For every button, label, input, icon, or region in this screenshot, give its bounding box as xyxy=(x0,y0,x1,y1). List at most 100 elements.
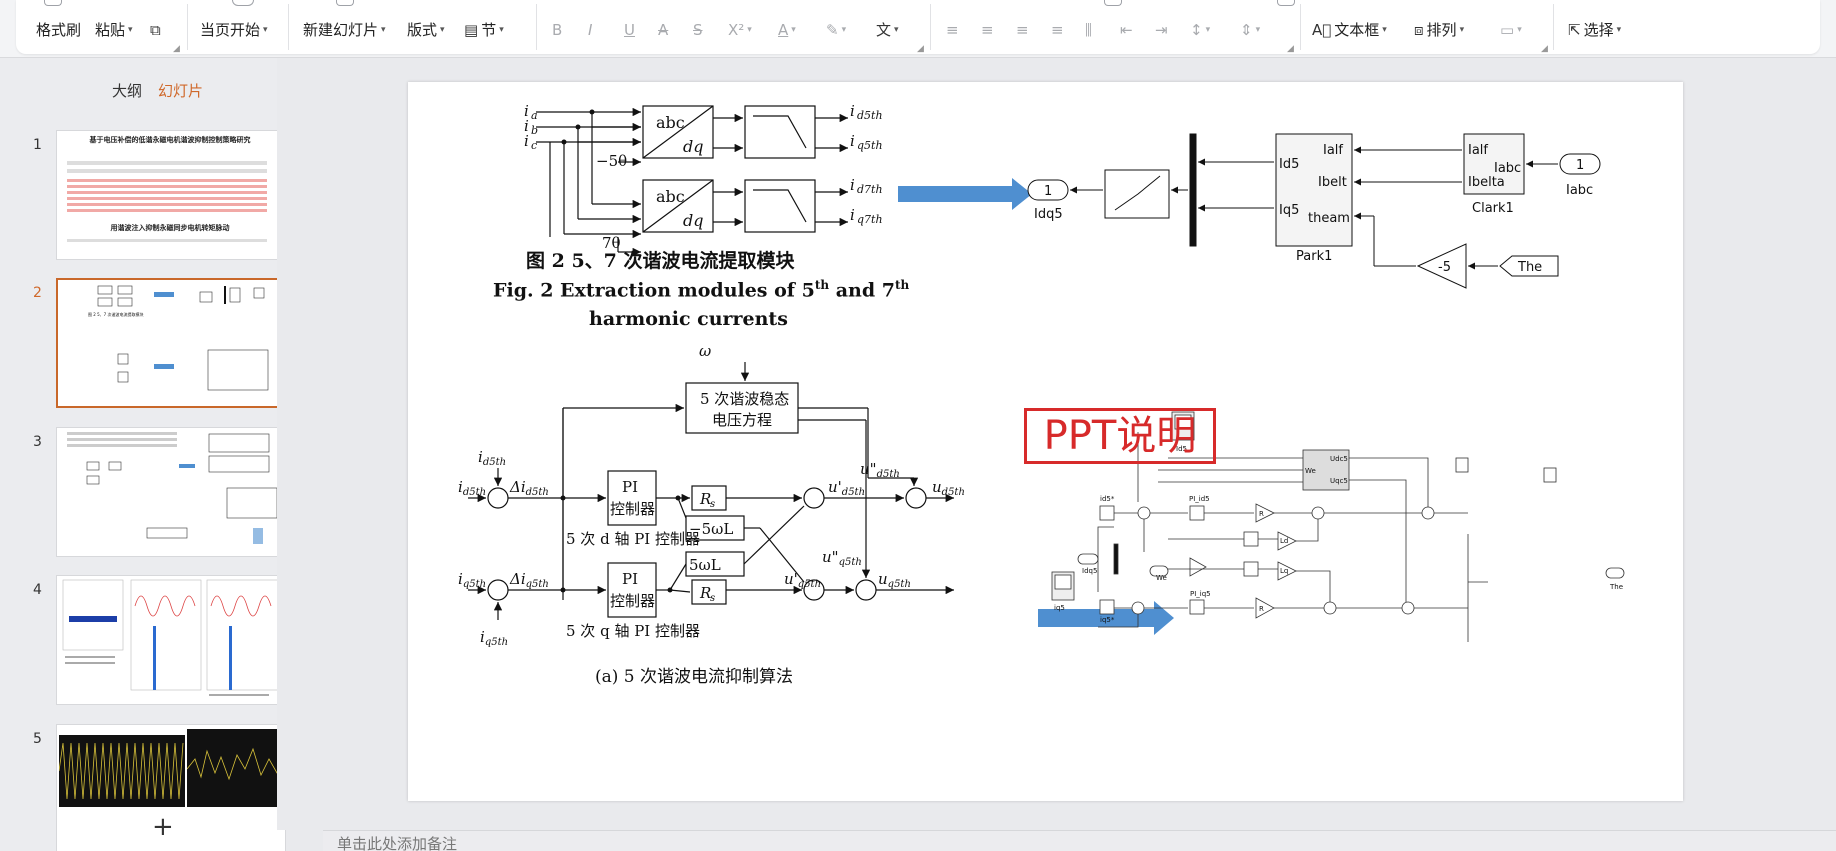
svg-text:R: R xyxy=(1259,510,1264,518)
svg-text:i: i xyxy=(524,132,529,150)
extraction-module-diagram xyxy=(536,105,848,257)
svg-text:Ibelta: Ibelta xyxy=(1468,175,1505,190)
superscript-button[interactable]: X²▾ xyxy=(728,18,752,42)
phonetic-button[interactable]: 文▾ xyxy=(876,18,899,42)
svg-text:PI: PI xyxy=(622,570,638,588)
slide-number: 3 xyxy=(33,434,42,450)
tab-slides[interactable]: 幻灯片 xyxy=(158,82,204,100)
slide-thumbnail-1[interactable]: 基于电压补偿的低谐永磁电机谐波抑制控制策略研究 用谐波注入抑制永磁同步电机转矩脉… xyxy=(56,130,286,260)
chevron-down-icon: ▾ xyxy=(841,25,847,35)
select-button[interactable]: ⇱选择▾ xyxy=(1568,18,1621,42)
indent-decrease-icon: ⇤ xyxy=(1120,21,1133,39)
chevron-down-icon: ▾ xyxy=(894,25,899,35)
arrange-button[interactable]: ⧈排列▾ xyxy=(1414,18,1464,42)
dialog-launcher-icon[interactable]: ◢ xyxy=(1541,44,1548,54)
new-slide-button[interactable]: 新建幻灯片▾ xyxy=(303,18,386,42)
shape-outline-icon: ▭ xyxy=(1500,21,1515,39)
svg-text:dq: dq xyxy=(683,137,703,156)
chevron-down-icon: ▾ xyxy=(440,25,445,35)
font-color-icon: A xyxy=(778,21,789,39)
svg-text:R: R xyxy=(699,584,711,602)
shape-outline-button[interactable]: ▭▾ xyxy=(1500,18,1522,42)
justify-icon: ≡ xyxy=(1051,21,1064,39)
svg-text:ud5th: ud5th xyxy=(932,478,965,498)
notes-pane[interactable]: 单击此处添加备注 xyxy=(323,830,1836,851)
tab-outline[interactable]: 大纲 xyxy=(112,82,143,100)
font-color-button[interactable]: A▾ xyxy=(778,18,796,42)
svg-text:Idq5: Idq5 xyxy=(1082,567,1097,575)
thumb-highlighted-text xyxy=(67,179,267,213)
text-direction-icon: ⇕ xyxy=(1240,21,1253,39)
chevron-down-icon: ▾ xyxy=(1255,25,1261,35)
chevron-down-icon: ▾ xyxy=(1616,25,1622,35)
svg-text:b: b xyxy=(531,124,538,137)
layout-button[interactable]: 版式▾ xyxy=(407,18,445,42)
slide-thumbnail-3[interactable] xyxy=(56,427,286,557)
svg-text:Δiq5th: Δiq5th xyxy=(509,570,549,590)
justify-button[interactable]: ≡ xyxy=(1051,18,1064,42)
svg-text:1: 1 xyxy=(1044,184,1052,199)
svg-text:The: The xyxy=(1609,583,1623,591)
bold-button[interactable]: B xyxy=(552,18,562,42)
strike-s-button[interactable]: S xyxy=(693,18,703,42)
section-button[interactable]: ▤节▾ xyxy=(464,18,504,42)
svg-text:i: i xyxy=(524,102,529,120)
dialog-launcher-icon[interactable]: ◢ xyxy=(1287,44,1294,54)
text-direction-button[interactable]: ⇕▾ xyxy=(1240,18,1260,42)
align-left-button[interactable]: ≡ xyxy=(946,18,959,42)
divider xyxy=(1553,4,1554,50)
thumb-charts xyxy=(62,579,282,696)
highlight-button[interactable]: ✎▾ xyxy=(826,18,846,42)
divider xyxy=(930,4,931,50)
svg-text:i: i xyxy=(850,102,855,120)
format-painter-button[interactable]: 格式刷 xyxy=(36,21,82,39)
slide-thumbnail-4[interactable] xyxy=(56,575,286,705)
svg-text:i: i xyxy=(850,206,855,224)
align-right-button[interactable]: ≡ xyxy=(1016,18,1029,42)
underline-button[interactable]: U xyxy=(624,18,635,42)
svg-text:Iabc: Iabc xyxy=(1494,161,1521,176)
sub-figure-caption: (a) 5 次谐波电流抑制算法 xyxy=(595,667,794,687)
from-current-button[interactable]: 当页开始▾ xyxy=(200,18,268,42)
slide-thumbnail-2[interactable]: 图 2 5、7 次谐波电流提取模块 xyxy=(56,278,286,408)
ppt-note-box[interactable]: PPT说明 xyxy=(1024,408,1216,464)
slide-number: 4 xyxy=(33,582,42,598)
svg-text:Ld: Ld xyxy=(1280,537,1288,545)
svg-text:dq: dq xyxy=(683,211,703,230)
chevron-down-icon: ▾ xyxy=(128,25,133,35)
svg-text:Ibelt: Ibelt xyxy=(1318,175,1347,190)
align-center-button[interactable]: ≡ xyxy=(981,18,994,42)
ribbon-icon-stub xyxy=(1277,0,1295,6)
chevron-down-icon: ▾ xyxy=(747,25,752,35)
text-box-button[interactable]: A⃞文本框▾ xyxy=(1312,18,1387,42)
svg-text:Clark1: Clark1 xyxy=(1472,201,1514,216)
indent-decrease-button[interactable]: ⇤ xyxy=(1120,18,1133,42)
svg-text:5 次谐波稳态: 5 次谐波稳态 xyxy=(700,390,789,408)
ribbon-toolbar: 格式刷 粘贴▾ ⧉ ◢ 当页开始▾ 新建幻灯片▾ 版式▾ ▤节▾ B I U A… xyxy=(0,0,1836,58)
chevron-down-icon: ▾ xyxy=(381,25,386,35)
simulink-model xyxy=(1051,411,1625,642)
svg-text:PI_id5: PI_id5 xyxy=(1189,495,1210,503)
indent-increase-button[interactable]: ⇥ xyxy=(1155,18,1168,42)
dialog-launcher-icon[interactable]: ◢ xyxy=(917,44,924,54)
strikethrough-button[interactable]: A xyxy=(658,18,668,42)
copy-button[interactable]: ⧉ xyxy=(150,18,161,42)
svg-text:1: 1 xyxy=(1576,158,1584,173)
line-spacing-button[interactable]: ↕▾ xyxy=(1190,18,1210,42)
add-slide-button[interactable]: + xyxy=(152,812,174,842)
slide-number-current: 2 xyxy=(33,285,42,301)
svg-text:id5th: id5th xyxy=(458,478,486,498)
superscript-icon: X² xyxy=(728,21,745,39)
svg-text:Lq: Lq xyxy=(1280,567,1288,575)
distribute-button[interactable]: ⫼ xyxy=(1085,18,1092,42)
italic-button[interactable]: I xyxy=(588,18,592,42)
paste-button[interactable]: 粘贴▾ xyxy=(95,18,133,42)
chevron-down-icon: ▾ xyxy=(1205,25,1211,35)
svg-text:id5th: id5th xyxy=(478,448,506,468)
phonetic-icon: 文 xyxy=(876,21,892,39)
svg-text:i: i xyxy=(850,132,855,150)
svg-text:The: The xyxy=(1517,260,1542,275)
dialog-launcher-icon[interactable]: ◢ xyxy=(173,44,180,54)
slide-thumbnail-5[interactable] xyxy=(56,724,286,851)
